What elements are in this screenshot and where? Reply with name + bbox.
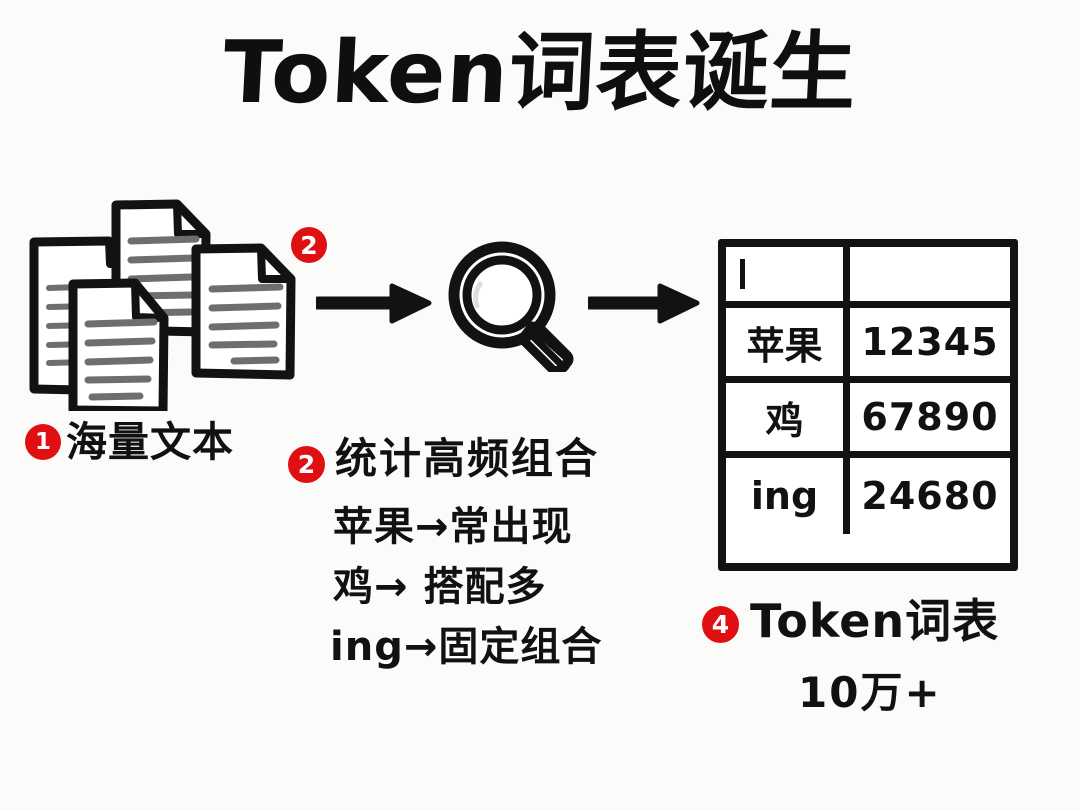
vocabulary-table: 苹果 12345 鸡 67890 ing 24680	[718, 239, 1018, 571]
rule-line-3: ing→固定组合	[330, 624, 603, 670]
label-massive-text: 海量文本	[66, 418, 234, 466]
label-statistics-heading: 统计高频组合	[335, 434, 600, 483]
table-header-row	[726, 247, 1010, 308]
step-badge-4: 4	[702, 606, 739, 643]
magnifier-icon	[440, 240, 590, 376]
caption-vocabulary-scale: 10万+	[798, 668, 942, 717]
rule-line-2: 鸡→ 搭配多	[333, 564, 547, 610]
caption-token-vocabulary: Token词表	[750, 594, 1000, 648]
cell-count: 67890	[861, 395, 999, 439]
table-row: 苹果 12345	[726, 308, 1010, 383]
table-header-cell-token	[726, 247, 850, 301]
arrow-right-icon	[311, 282, 432, 330]
table-row: ing 24680	[726, 458, 1010, 534]
documents-stack-icon	[18, 196, 318, 416]
text-caret-icon	[740, 259, 745, 289]
step-badge-2-stats: 2	[288, 446, 325, 483]
rule-line-1: 苹果→常出现	[333, 504, 573, 550]
cell-count: 12345	[861, 320, 999, 364]
table-header-cell-count	[850, 247, 1010, 301]
table-row: 鸡 67890	[726, 383, 1010, 458]
step-badge-2-top: 2	[291, 227, 327, 263]
step-badge-1: 1	[25, 424, 61, 460]
page-title: Token词表诞生	[220, 23, 860, 123]
cell-token: ing	[726, 458, 850, 534]
arrow-right-icon-2	[583, 282, 700, 330]
cell-count: 24680	[861, 474, 999, 518]
cell-token: 苹果	[726, 308, 850, 376]
cell-token: 鸡	[726, 383, 850, 451]
